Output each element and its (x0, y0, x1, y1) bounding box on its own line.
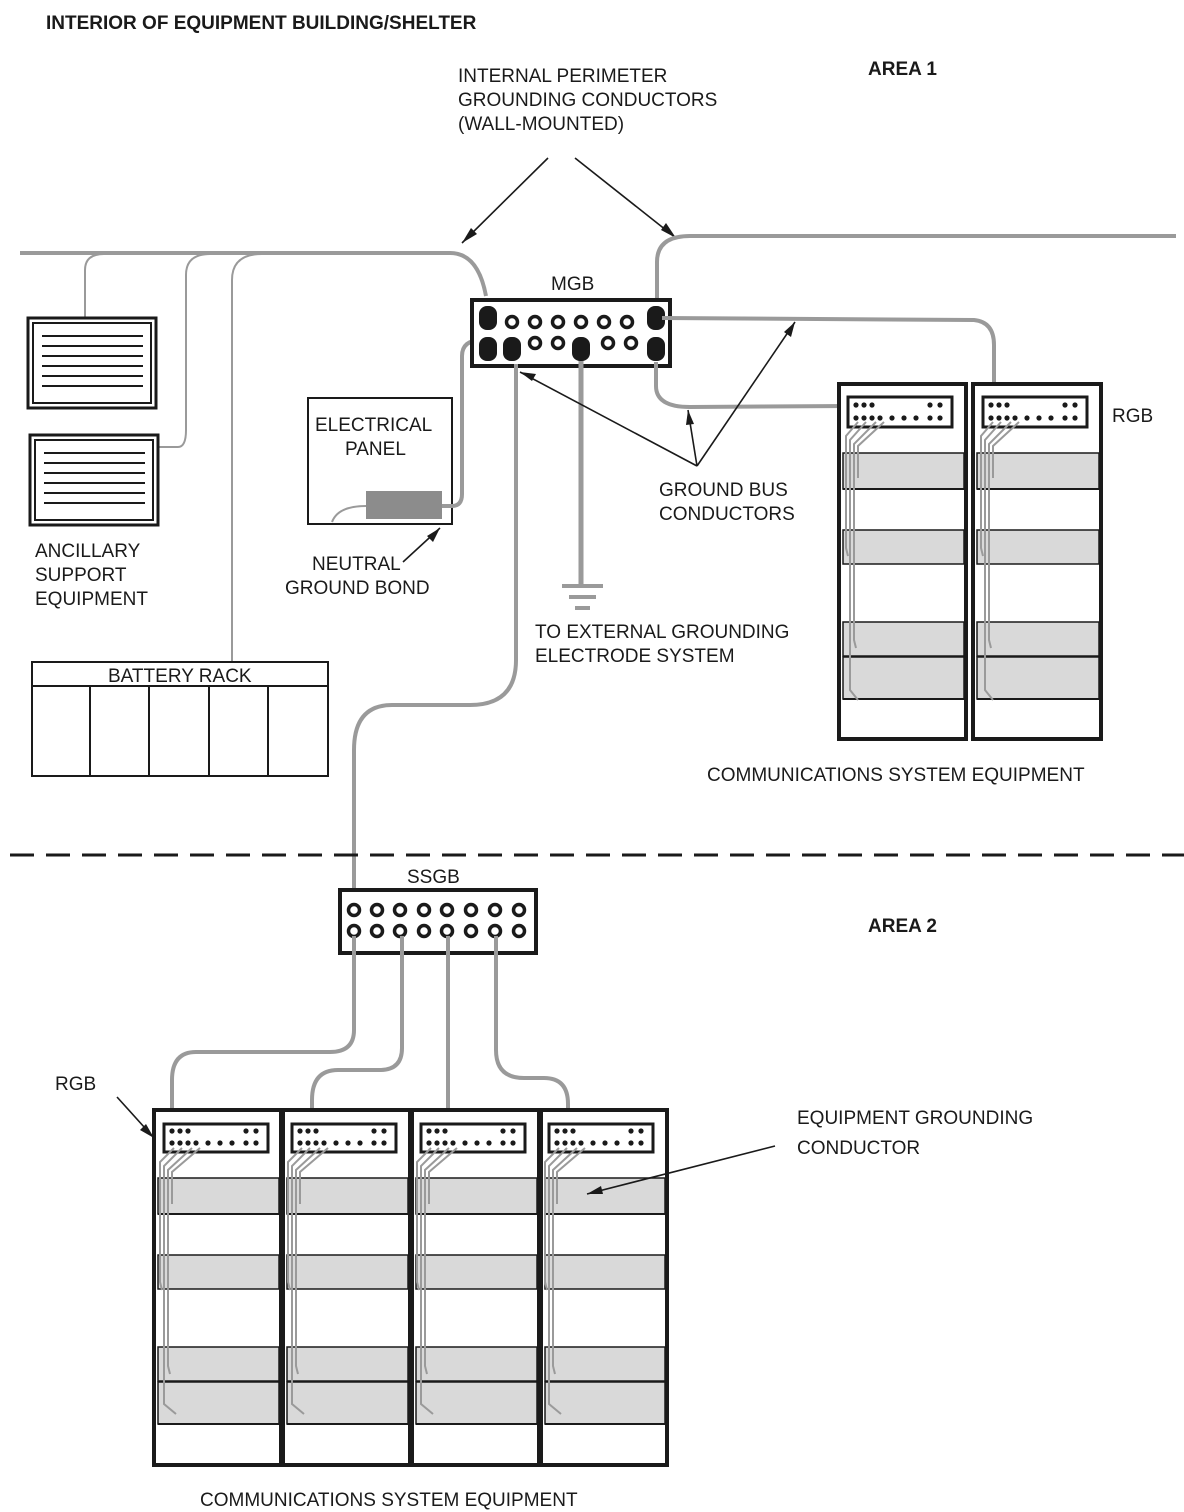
rgb-bar (290, 1122, 398, 1154)
rgb-bar (162, 1122, 270, 1154)
equipment-rack-area2-1 (152, 1108, 283, 1467)
ancillary-support-label: ANCILLARY SUPPORT EQUIPMENT (35, 541, 148, 610)
external-grounding-label: TO EXTERNAL GROUNDING ELECTRODE SYSTEM (535, 622, 789, 667)
rgb-arrowhead-area2 (140, 1124, 154, 1138)
svg-text:GROUNDING CONDUCTORS: GROUNDING CONDUCTORS (458, 90, 717, 111)
mgb-to-ssgb-conductor (352, 364, 518, 906)
ancillary-equipment-2 (28, 433, 160, 527)
svg-text:GROUND BUS: GROUND BUS (659, 480, 788, 501)
ssgb-to-rack2-1 (170, 936, 356, 1126)
svg-text:GROUND BOND: GROUND BOND (285, 578, 430, 599)
neutral-ground-bond-bar (366, 491, 442, 519)
drop-ancillary-2 (157, 253, 211, 448)
electrical-panel (307, 397, 453, 525)
svg-text:SUPPORT: SUPPORT (35, 565, 127, 586)
drop-battery-rack (231, 253, 263, 662)
ground-bus-arrowhead-1 (520, 372, 536, 381)
svg-text:ELECTRODE SYSTEM: ELECTRODE SYSTEM (535, 646, 735, 667)
comm-equipment-label-area1: COMMUNICATIONS SYSTEM EQUIPMENT (707, 765, 1085, 786)
perimeter-conductor-right (655, 234, 1176, 300)
ssgb-to-rack2-4 (494, 936, 570, 1126)
rgb-bar (419, 1122, 527, 1154)
ancillary-equipment-1 (26, 316, 158, 410)
equipment-rack-area2-3 (410, 1108, 541, 1467)
ground-bus-arrow-3 (696, 321, 796, 467)
diagram-title: INTERIOR OF EQUIPMENT BUILDING/SHELTER (46, 13, 477, 34)
ground-bus-arrowhead-3 (784, 322, 795, 337)
ground-bus-conductors-label: GROUND BUS CONDUCTORS (659, 480, 795, 525)
mgb-bar (470, 298, 672, 368)
equipment-rack-area2-4 (539, 1108, 669, 1467)
svg-text:EQUIPMENT: EQUIPMENT (35, 589, 148, 610)
ground-bus-arrowhead-2 (686, 410, 694, 425)
electrical-panel-label-1: ELECTRICAL (315, 415, 432, 436)
perimeter-arrow-right (574, 157, 677, 239)
egc-arrowhead (587, 1186, 603, 1194)
svg-text:ANCILLARY: ANCILLARY (35, 541, 141, 562)
svg-text:(WALL-MOUNTED): (WALL-MOUNTED) (458, 114, 624, 135)
ground-bus-conductor-rack2 (661, 316, 996, 400)
comm-equipment-label-area2: COMMUNICATIONS SYSTEM EQUIPMENT (200, 1490, 578, 1511)
ground-bus-arrow-1 (519, 371, 698, 467)
rgb-label-area2: RGB (55, 1074, 96, 1095)
perimeter-conductor-left (20, 251, 488, 297)
battery-rack (31, 661, 329, 777)
rgb-bar (547, 1122, 655, 1154)
perimeter-arrow-left (461, 157, 549, 244)
equipment-grounding-conductor-label: EQUIPMENT GROUNDING CONDUCTOR (797, 1108, 1033, 1159)
drop-ancillary-1 (84, 253, 105, 318)
svg-text:TO EXTERNAL GROUNDING: TO EXTERNAL GROUNDING (535, 622, 789, 643)
svg-text:CONDUCTOR: CONDUCTOR (797, 1138, 920, 1159)
electrical-panel-label-2: PANEL (345, 439, 406, 460)
area-2-label: AREA 2 (868, 916, 937, 937)
rgb-bar (981, 395, 1089, 429)
perimeter-arrowhead-right (661, 223, 676, 238)
battery-rack-label: BATTERY RACK (108, 666, 252, 687)
earth-ground-icon (562, 584, 603, 610)
rgb-label-area1: RGB (1112, 406, 1153, 427)
svg-text:CONDUCTORS: CONDUCTORS (659, 504, 795, 525)
equipment-rack-area2-2 (281, 1108, 412, 1467)
svg-text:NEUTRAL: NEUTRAL (312, 554, 401, 575)
rgb-bar (846, 395, 954, 429)
equipment-rack-area1-2 (971, 382, 1103, 741)
ssgb-to-rack2-2 (310, 936, 404, 1126)
svg-text:EQUIPMENT GROUNDING: EQUIPMENT GROUNDING (797, 1108, 1033, 1129)
svg-text:INTERNAL PERIMETER: INTERNAL PERIMETER (458, 66, 667, 87)
equipment-rack-area1-1 (837, 382, 968, 741)
mgb-label: MGB (551, 274, 594, 295)
ground-bus-conductor-rack1 (654, 362, 851, 410)
internal-perimeter-label: INTERNAL PERIMETER GROUNDING CONDUCTORS … (458, 66, 717, 135)
area-1-label: AREA 1 (868, 59, 937, 80)
neutral-ground-bond-label: NEUTRAL GROUND BOND (285, 554, 430, 599)
egc-arrow (586, 1145, 776, 1195)
ssgb-label: SSGB (407, 867, 460, 888)
neutral-arrowhead (427, 528, 440, 542)
perimeter-arrowhead-left (462, 228, 477, 243)
ssgb-bar (338, 888, 538, 955)
